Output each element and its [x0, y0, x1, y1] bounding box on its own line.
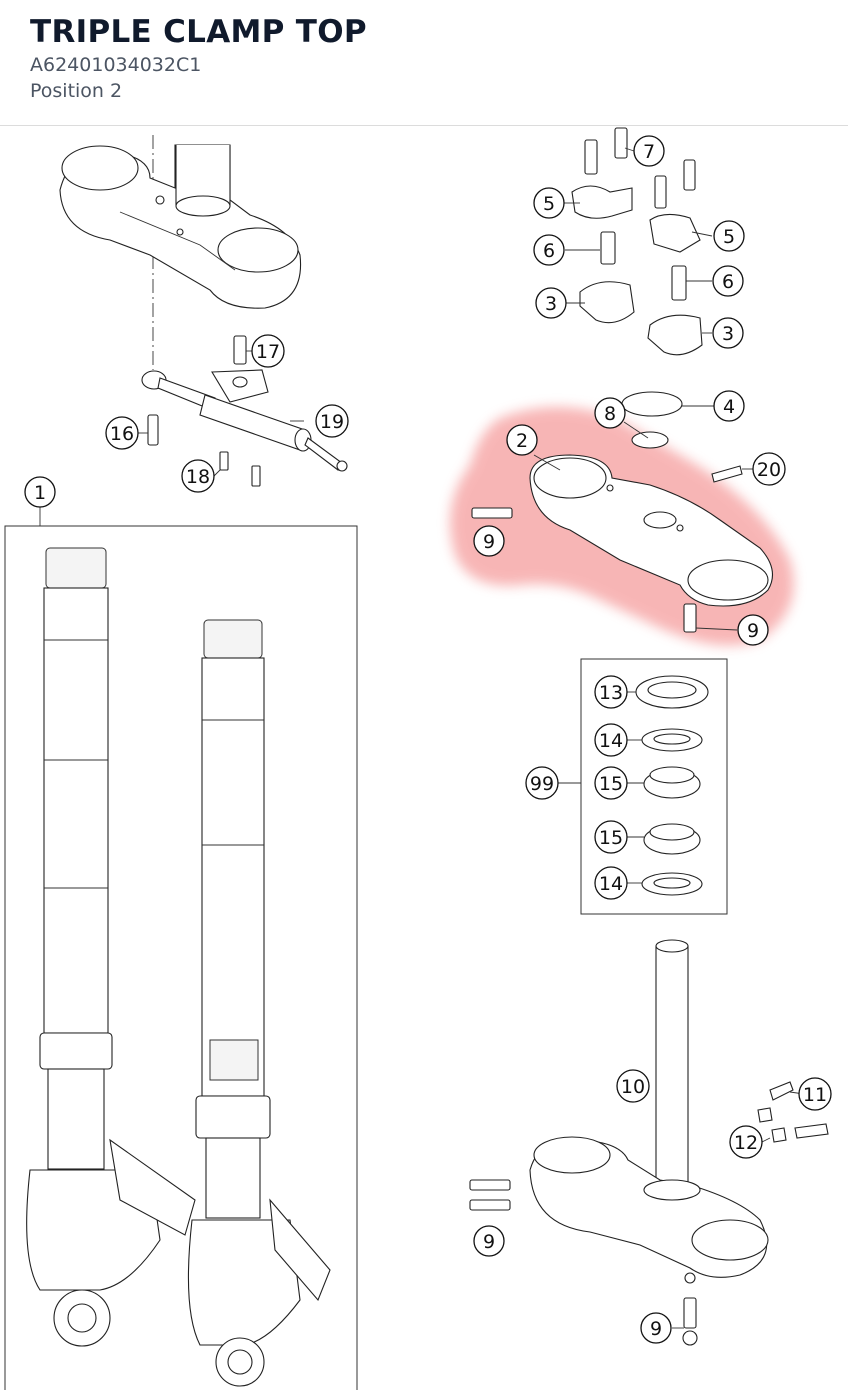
svg-text:9: 9 [747, 620, 759, 642]
triple-clamp-top-illustration[interactable] [471, 391, 774, 633]
callout-3a[interactable]: 3 [535, 287, 567, 319]
callout-2[interactable]: 2 [506, 424, 538, 456]
callout-6a[interactable]: 6 [533, 234, 565, 266]
callout-8[interactable]: 8 [594, 397, 626, 429]
svg-text:6: 6 [722, 271, 734, 293]
fork-leg-left-illustration [26, 547, 196, 1347]
svg-text:16: 16 [110, 423, 134, 445]
callout-20[interactable]: 20 [752, 452, 786, 486]
svg-text:3: 3 [722, 323, 734, 345]
callout-99[interactable]: 99 [525, 766, 559, 800]
callout-15a[interactable]: 15 [594, 766, 628, 800]
callout-4[interactable]: 4 [713, 390, 745, 422]
triple-clamp-bottom-illustration [59, 135, 302, 370]
svg-text:12: 12 [734, 1132, 758, 1154]
callout-14b[interactable]: 14 [594, 866, 628, 900]
svg-text:9: 9 [483, 531, 495, 553]
steering-damper-illustration [141, 335, 348, 487]
bearing-kit-box [580, 658, 728, 915]
steering-stem-illustration [469, 939, 829, 1346]
svg-text:5: 5 [543, 193, 555, 215]
svg-text:6: 6 [543, 240, 555, 262]
fork-leg-right-illustration [187, 619, 331, 1387]
svg-text:99: 99 [530, 773, 554, 795]
fork-legs-box [4, 525, 358, 1390]
callout-7[interactable]: 7 [633, 135, 665, 167]
callout-15b[interactable]: 15 [594, 820, 628, 854]
svg-text:9: 9 [650, 1318, 662, 1340]
svg-text:18: 18 [186, 466, 210, 488]
callout-17[interactable]: 17 [251, 334, 285, 368]
position-label: Position 2 [30, 80, 123, 102]
callout-3b[interactable]: 3 [712, 317, 744, 349]
callout-16[interactable]: 16 [105, 416, 139, 450]
handlebar-clamps-illustration [571, 127, 703, 356]
svg-text:15: 15 [599, 773, 623, 795]
callout-19[interactable]: 19 [315, 404, 349, 438]
callout-9a[interactable]: 9 [473, 525, 505, 557]
callout-10[interactable]: 10 [616, 1069, 650, 1103]
svg-text:7: 7 [643, 141, 655, 163]
svg-text:13: 13 [599, 682, 623, 704]
svg-text:5: 5 [723, 226, 735, 248]
svg-text:3: 3 [545, 293, 557, 315]
callout-13[interactable]: 13 [594, 675, 628, 709]
svg-text:14: 14 [599, 730, 623, 752]
callout-9d[interactable]: 9 [640, 1312, 672, 1344]
page-header: TRIPLE CLAMP TOP A62401034032C1 Position… [0, 0, 848, 126]
part-number: A62401034032C1 [30, 54, 202, 76]
page-title: TRIPLE CLAMP TOP [30, 14, 367, 50]
svg-text:20: 20 [757, 459, 781, 481]
callouts: 1 2 3 3 4 5 5 6 6 7 8 9 9 9 9 10 11 12 1… [24, 135, 832, 1344]
callout-14a[interactable]: 14 [594, 723, 628, 757]
callout-9b[interactable]: 9 [737, 614, 769, 646]
callout-5b[interactable]: 5 [713, 220, 745, 252]
bearing-kit-illustration [635, 675, 709, 896]
svg-text:8: 8 [604, 403, 616, 425]
svg-text:19: 19 [320, 411, 344, 433]
svg-text:11: 11 [803, 1084, 827, 1106]
callout-1[interactable]: 1 [24, 476, 56, 508]
svg-text:10: 10 [621, 1076, 645, 1098]
callout-18[interactable]: 18 [181, 459, 215, 493]
svg-text:14: 14 [599, 873, 623, 895]
svg-text:15: 15 [599, 827, 623, 849]
callout-6b[interactable]: 6 [712, 265, 744, 297]
leader-lines [138, 147, 805, 1329]
svg-text:1: 1 [34, 482, 46, 504]
callout-5a[interactable]: 5 [533, 187, 565, 219]
callout-12[interactable]: 12 [729, 1125, 763, 1159]
svg-text:17: 17 [256, 341, 280, 363]
callout-11[interactable]: 11 [798, 1077, 832, 1111]
exploded-parts-diagram: 1 2 3 3 4 5 5 6 6 7 8 9 9 9 9 10 11 12 1… [4, 127, 832, 1390]
callout-9c[interactable]: 9 [473, 1225, 505, 1257]
svg-text:4: 4 [723, 396, 735, 418]
svg-text:9: 9 [483, 1231, 495, 1253]
svg-text:2: 2 [516, 430, 528, 452]
